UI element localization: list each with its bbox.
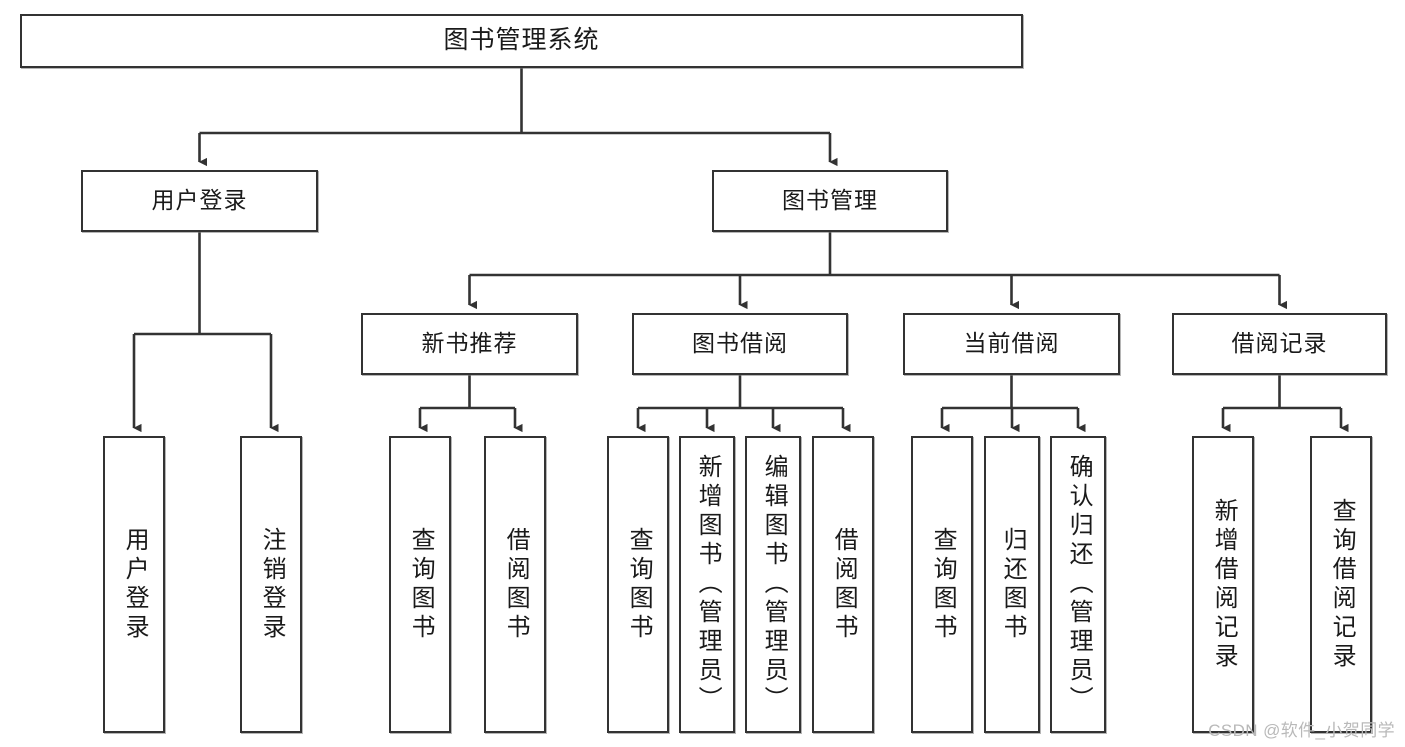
leaf-query-book-bb-label: 查询图书 — [625, 526, 653, 643]
node-book-management-label: 图书管理 — [782, 187, 878, 214]
node-root-label: 图书管理系统 — [443, 26, 600, 55]
leaf-query-borrow-record[interactable]: 查询借阅记录 — [1310, 436, 1372, 733]
leaf-return-book-label: 归还图书 — [999, 526, 1027, 643]
node-current-borrow[interactable]: 当前借阅 — [903, 313, 1120, 375]
leaf-logout-label: 注销登录 — [258, 526, 286, 643]
leaf-edit-book-admin[interactable]: 编辑图书（管理员） — [745, 436, 801, 733]
leaf-user-login[interactable]: 用户登录 — [103, 436, 165, 733]
node-new-book-recommend-label: 新书推荐 — [421, 330, 518, 357]
csdn-watermark: CSDN @软件_小贺同学 — [1208, 721, 1395, 740]
leaf-query-book-cb[interactable]: 查询图书 — [911, 436, 973, 733]
node-user-login-label: 用户登录 — [151, 187, 248, 214]
leaf-add-book-admin-label: 新增图书（管理员） — [694, 454, 722, 715]
node-current-borrow-label: 当前借阅 — [963, 330, 1060, 357]
leaf-query-borrow-record-label: 查询借阅记录 — [1328, 497, 1356, 672]
leaf-logout[interactable]: 注销登录 — [240, 436, 302, 733]
node-root[interactable]: 图书管理系统 — [20, 14, 1023, 68]
leaf-add-borrow-record-label: 新增借阅记录 — [1210, 497, 1238, 672]
leaf-edit-book-admin-label: 编辑图书（管理员） — [760, 454, 788, 715]
leaf-query-book-nbr[interactable]: 查询图书 — [389, 436, 451, 733]
leaf-confirm-return-admin-label: 确认归还（管理员） — [1065, 454, 1093, 715]
leaf-borrow-book-nbr[interactable]: 借阅图书 — [484, 436, 546, 733]
node-borrow-record-label: 借阅记录 — [1231, 330, 1328, 357]
leaf-user-login-label: 用户登录 — [121, 526, 149, 643]
leaf-borrow-book-bb-label: 借阅图书 — [830, 526, 858, 643]
leaf-borrow-book-nbr-label: 借阅图书 — [502, 526, 530, 643]
node-borrow-record[interactable]: 借阅记录 — [1172, 313, 1387, 375]
leaf-query-book-bb[interactable]: 查询图书 — [607, 436, 669, 733]
node-new-book-recommend[interactable]: 新书推荐 — [361, 313, 578, 375]
node-book-borrow[interactable]: 图书借阅 — [632, 313, 848, 375]
leaf-return-book[interactable]: 归还图书 — [984, 436, 1040, 733]
node-book-borrow-label: 图书借阅 — [692, 330, 788, 357]
leaf-add-book-admin[interactable]: 新增图书（管理员） — [679, 436, 735, 733]
leaf-query-book-nbr-label: 查询图书 — [407, 526, 435, 643]
node-book-management[interactable]: 图书管理 — [712, 170, 948, 232]
leaf-add-borrow-record[interactable]: 新增借阅记录 — [1192, 436, 1254, 733]
leaf-confirm-return-admin[interactable]: 确认归还（管理员） — [1050, 436, 1106, 733]
node-user-login[interactable]: 用户登录 — [81, 170, 318, 232]
leaf-borrow-book-bb[interactable]: 借阅图书 — [812, 436, 874, 733]
leaf-query-book-cb-label: 查询图书 — [929, 526, 957, 643]
